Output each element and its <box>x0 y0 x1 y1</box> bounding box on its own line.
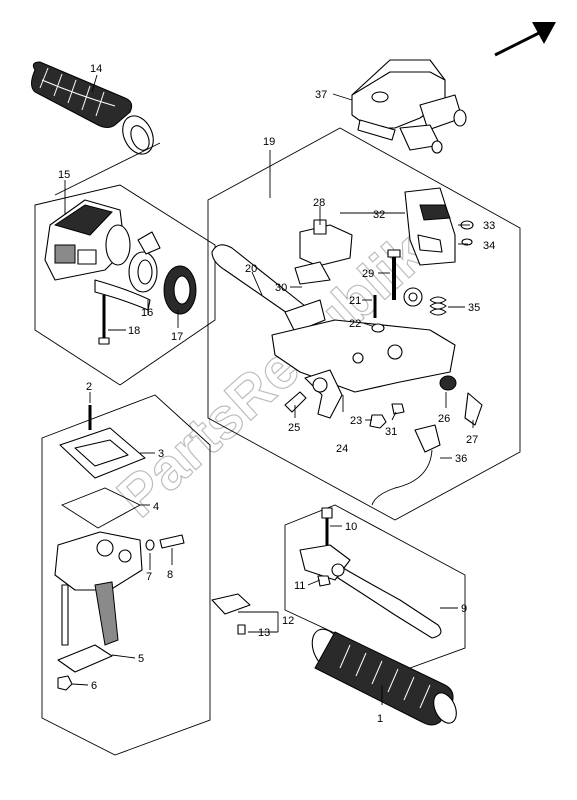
callout-21: 21 <box>349 295 361 307</box>
nut-23 <box>369 414 387 429</box>
callout-7: 7 <box>146 571 152 583</box>
callout-30: 30 <box>275 282 287 294</box>
callout-35: 35 <box>468 302 480 314</box>
washer <box>371 323 385 333</box>
housing-cover-3 <box>59 427 146 479</box>
grip-left <box>31 61 154 155</box>
brake-switch-12 <box>211 593 251 615</box>
callout-1: 1 <box>377 713 383 725</box>
switch-housing <box>44 199 151 311</box>
screw-8 <box>159 534 185 549</box>
callout-17: 17 <box>171 331 183 343</box>
throttle-cable-guide <box>128 231 161 293</box>
nut-6 <box>57 675 73 691</box>
callout-11: 11 <box>294 580 305 592</box>
callout-28: 28 <box>313 197 325 209</box>
callout-31: 31 <box>385 426 397 438</box>
group-frame-clutch-assembly <box>207 127 521 521</box>
callout-8: 8 <box>167 569 173 581</box>
switch-cover-32 <box>404 187 456 266</box>
callout-22: 22 <box>349 318 361 330</box>
callout-2: 2 <box>86 381 92 393</box>
washer-7 <box>145 539 155 551</box>
master-cylinder <box>351 59 467 154</box>
callout-24: 24 <box>336 443 348 455</box>
throttle-pulley <box>163 265 197 315</box>
bolt-27 <box>464 392 483 426</box>
nut-11 <box>317 575 331 587</box>
screw-13 <box>237 624 246 635</box>
callout-12: 12 <box>282 615 294 627</box>
group-frame-switch-left <box>34 184 216 386</box>
callout-13: 13 <box>258 627 270 639</box>
bolt-25 <box>284 391 307 413</box>
clutch-lever <box>211 244 326 333</box>
group-frame-throttle-housing <box>41 394 211 756</box>
callout-4: 4 <box>153 501 159 513</box>
callout-25: 25 <box>288 422 300 434</box>
callout-16: 16 <box>141 307 153 319</box>
callout-34: 34 <box>483 240 495 252</box>
brake-lever <box>299 544 442 639</box>
throttle-housing <box>54 531 143 646</box>
washer-34 <box>461 238 473 246</box>
adjuster-26 <box>439 375 457 391</box>
callout-9: 9 <box>461 603 467 615</box>
cover-5 <box>57 644 113 673</box>
cable-36 <box>371 424 441 506</box>
callout-18: 18 <box>128 325 140 337</box>
callout-26: 26 <box>438 413 450 425</box>
callout-27: 27 <box>466 434 478 446</box>
callout-15: 15 <box>58 169 70 181</box>
callout-23: 23 <box>350 415 362 427</box>
callout-29: 29 <box>362 268 374 280</box>
nut-31 <box>391 403 405 415</box>
group-frame-brake-lever <box>284 504 466 669</box>
spring-35 <box>429 296 447 316</box>
lever-pivot-bolt <box>387 249 401 300</box>
callout-10: 10 <box>345 521 357 533</box>
callout-37: 37 <box>315 89 327 101</box>
clutch-switch <box>294 219 353 285</box>
callout-20: 20 <box>245 263 257 275</box>
callout-19: 19 <box>263 136 275 148</box>
callout-32: 32 <box>373 209 385 221</box>
callouts: 14 37 15 19 28 32 33 34 20 29 30 21 35 1… <box>58 63 495 725</box>
callout-36: 36 <box>455 453 467 465</box>
front-direction-arrow-icon <box>494 22 556 57</box>
callout-3: 3 <box>158 448 164 460</box>
bolt-10 <box>321 507 333 545</box>
switch-screw <box>98 295 110 345</box>
callout-33: 33 <box>483 220 495 232</box>
grip-right <box>311 628 457 726</box>
callout-14: 14 <box>90 63 102 75</box>
callout-6: 6 <box>91 680 97 692</box>
callout-5: 5 <box>138 653 144 665</box>
clutch-bracket <box>271 319 456 419</box>
leader-lines <box>54 74 474 705</box>
gear-detail <box>403 287 423 307</box>
